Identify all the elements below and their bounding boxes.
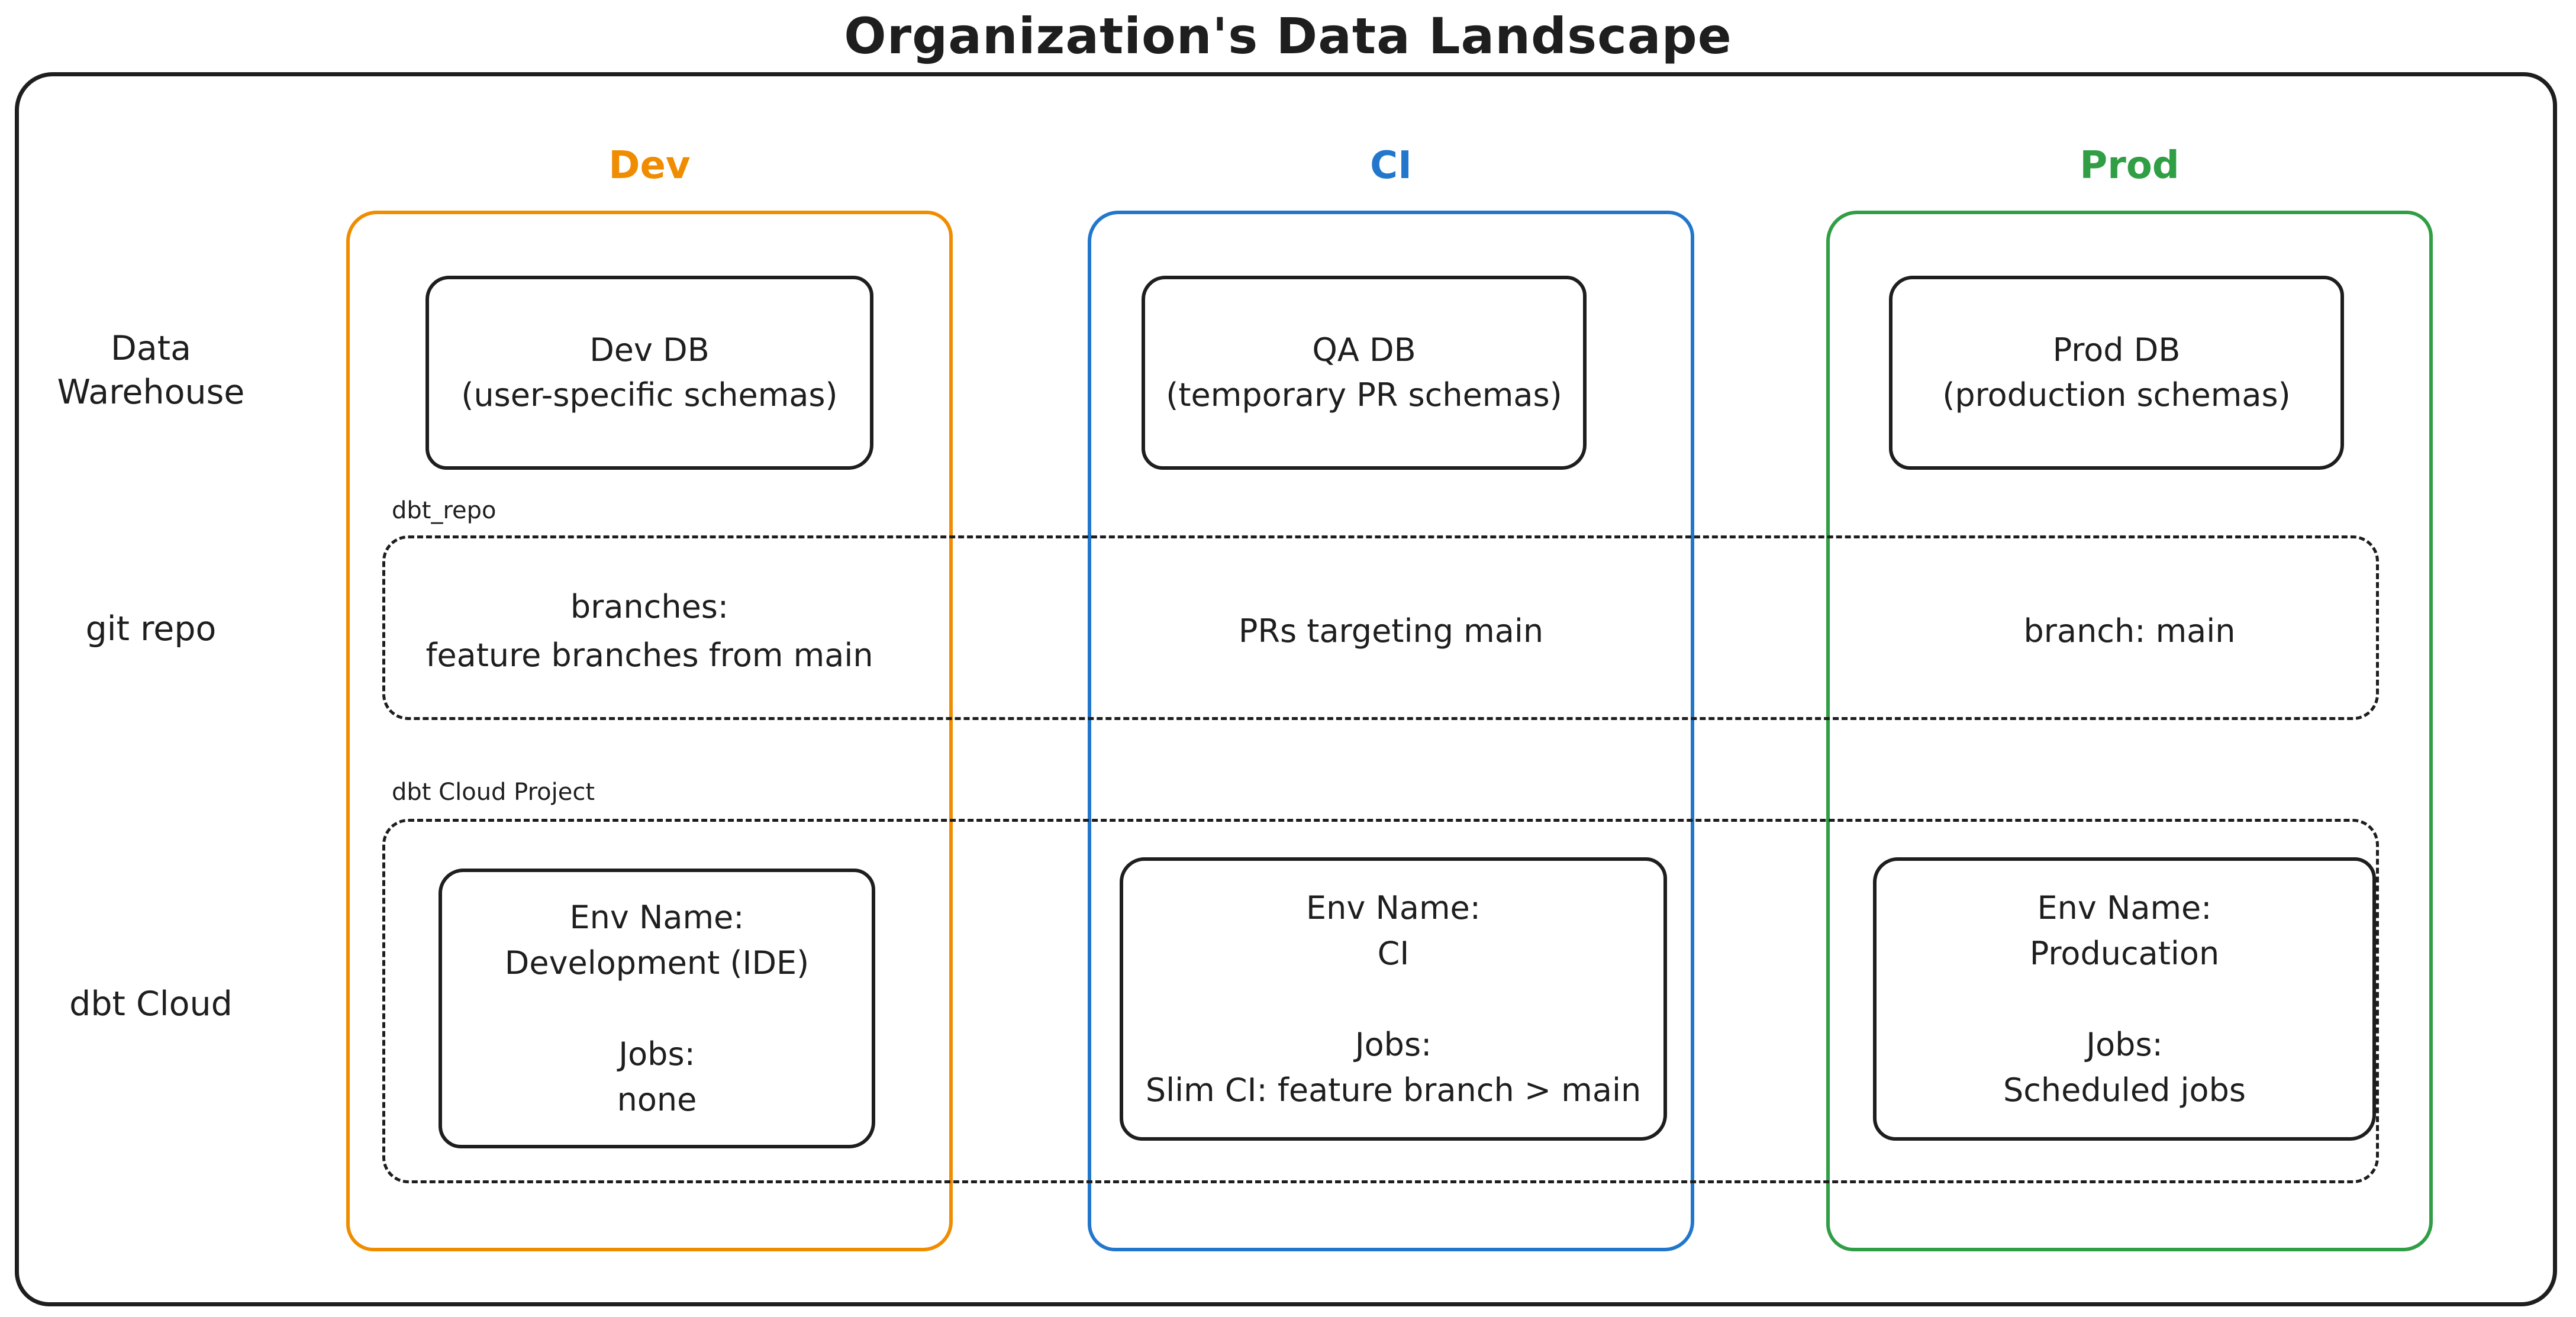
column-dev: Dev Dev DB (user-specific schemas) branc…: [346, 136, 953, 1260]
db-box-dev: Dev DB (user-specific schemas): [425, 276, 873, 470]
env-name-value: Producation: [2029, 935, 2220, 972]
spacer: [1123, 976, 1663, 1022]
spacer: [442, 986, 872, 1031]
env-box-ci: Env Name: CI Jobs: Slim CI: feature bran…: [1120, 857, 1667, 1141]
jobs-label: Jobs:: [2086, 1026, 2163, 1063]
env-name-label: Env Name:: [1306, 889, 1481, 927]
env-name-value: Development (IDE): [504, 944, 810, 982]
column-ci: CI QA DB (temporary PR schemas) PRs targ…: [1088, 136, 1694, 1260]
jobs-value: Scheduled jobs: [2003, 1071, 2246, 1109]
env-name-label: Env Name:: [2037, 889, 2212, 927]
env-box-dev: Env Name: Development (IDE) Jobs: none: [439, 869, 875, 1148]
dbt-repo-label: dbt_repo: [392, 497, 496, 524]
env-name-label: Env Name:: [569, 899, 744, 936]
db-box-ci: QA DB (temporary PR schemas): [1142, 276, 1587, 470]
row-label-git-repo: git repo: [85, 609, 217, 648]
db-subtitle: (user-specific schemas): [461, 376, 838, 414]
column-prod: Prod Prod DB (production schemas) branch…: [1826, 136, 2433, 1260]
jobs-value: Slim CI: feature branch > main: [1145, 1071, 1642, 1109]
db-title: Prod DB: [2052, 331, 2181, 369]
jobs-label: Jobs:: [618, 1035, 695, 1073]
jobs-label: Jobs:: [1355, 1026, 1432, 1063]
column-container-dev: Dev DB (user-specific schemas) branches:…: [346, 211, 953, 1251]
env-name-value: CI: [1377, 935, 1410, 972]
row-label-dbt-cloud: dbt Cloud: [69, 984, 233, 1024]
row-label-data-warehouse: Data Warehouse: [57, 329, 245, 412]
column-header-ci: CI: [1370, 144, 1412, 188]
db-subtitle: (production schemas): [1942, 376, 2291, 414]
diagram-outer-border: [15, 72, 2557, 1306]
git-line: feature branches from main: [425, 637, 873, 674]
git-line: PRs targeting main: [1238, 612, 1544, 650]
db-title: Dev DB: [589, 331, 710, 369]
column-container-ci: QA DB (temporary PR schemas) PRs targeti…: [1088, 211, 1694, 1251]
git-text-dev: branches: feature branches from main: [350, 539, 949, 724]
jobs-value: none: [617, 1081, 697, 1118]
column-container-prod: Prod DB (production schemas) branch: mai…: [1826, 211, 2433, 1251]
column-header-prod: Prod: [2080, 144, 2180, 188]
git-text-ci: PRs targeting main: [1091, 539, 1691, 724]
db-title: QA DB: [1312, 331, 1416, 369]
spacer: [1877, 976, 2372, 1022]
db-box-prod: Prod DB (production schemas): [1889, 276, 2344, 470]
page-title: Organization's Data Landscape: [844, 7, 1732, 65]
db-subtitle: (temporary PR schemas): [1166, 376, 1562, 414]
git-line: branches:: [570, 588, 729, 625]
git-line: branch: main: [2023, 612, 2236, 650]
column-header-dev: Dev: [608, 144, 691, 188]
git-text-prod: branch: main: [1830, 539, 2429, 724]
dbt-project-label: dbt Cloud Project: [392, 779, 595, 806]
env-box-prod: Env Name: Producation Jobs: Scheduled jo…: [1873, 857, 2376, 1141]
